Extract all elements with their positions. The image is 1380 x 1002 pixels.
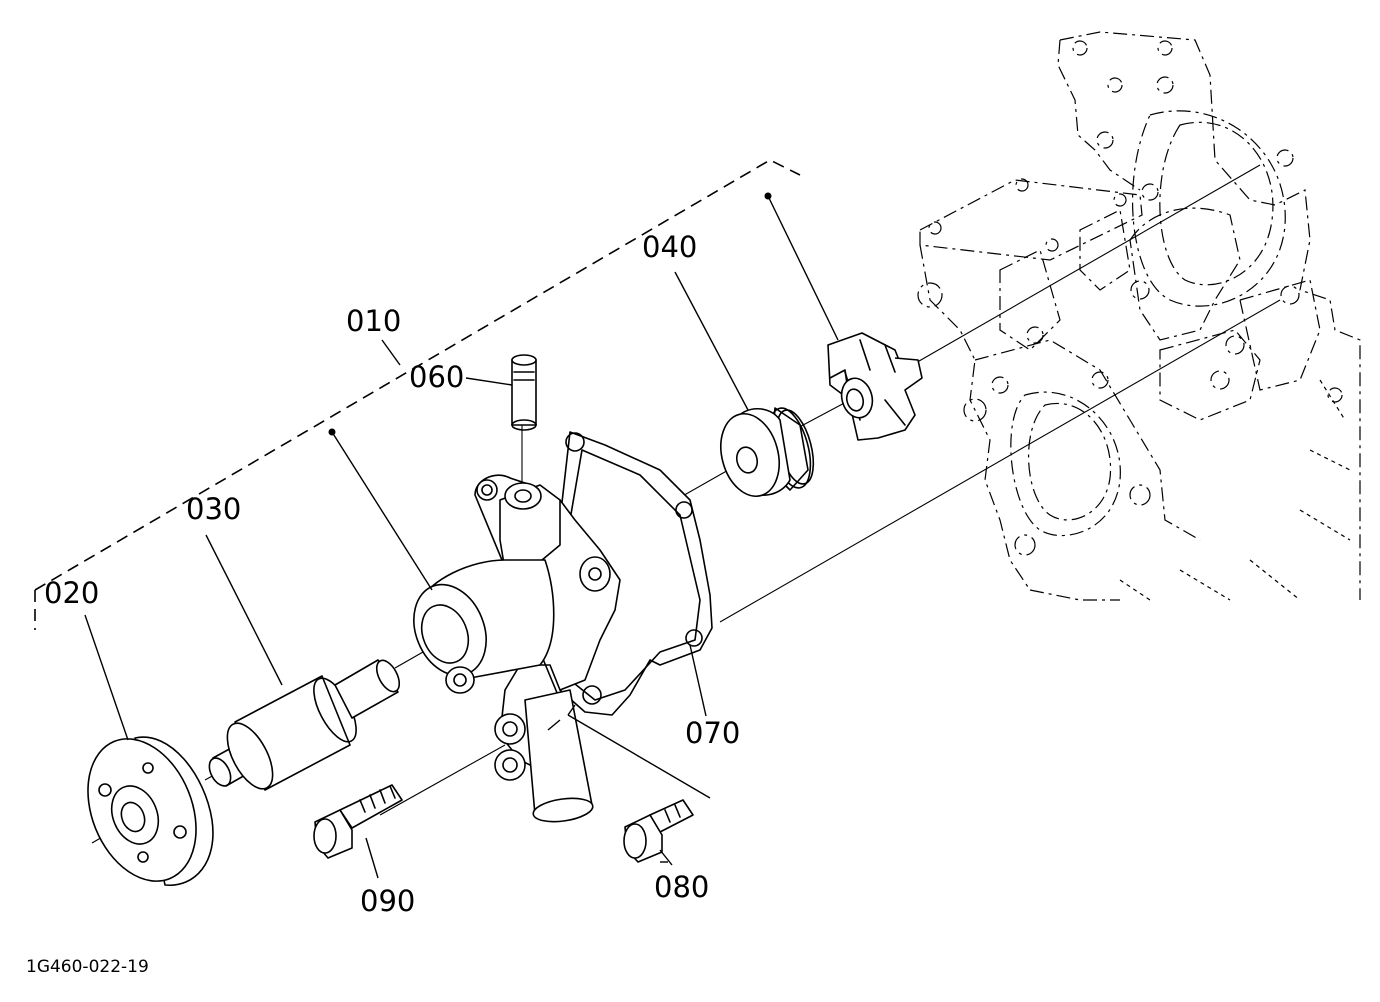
label-020: 020 [44,576,99,610]
bolt-090 [313,784,403,859]
pulley-flange-020 [87,736,214,886]
part-group-bracket [34,159,801,630]
gear-case-housing [917,31,1361,601]
bolt-080 [623,799,694,863]
figure-code: 1G460-022-19 [26,957,149,977]
label-080: 080 [654,870,709,904]
label-070: 070 [685,716,740,750]
label-060: 060 [409,360,464,394]
pump-body [413,431,713,823]
leader-lines [84,192,839,879]
label-040: 040 [642,230,697,264]
shaft-bearing-030 [208,659,401,791]
impeller [827,332,923,441]
part-labels: 010 020 030 040 060 070 080 090 1G460-02… [26,230,740,977]
label-010: 010 [346,304,401,338]
mechanical-seal-040 [720,407,815,498]
pin-060 [511,354,537,431]
label-090: 090 [360,884,415,918]
label-030: 030 [186,492,241,526]
